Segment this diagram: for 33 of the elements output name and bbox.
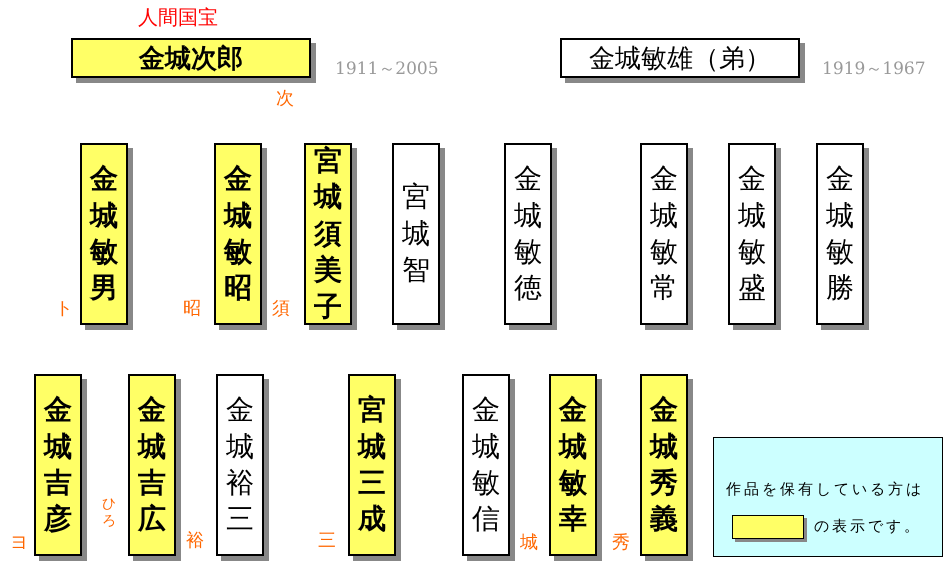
- year-text: 1911～2005: [335, 58, 439, 80]
- handwritten-note: 次: [276, 87, 294, 110]
- name-text: 金城敏雄（弟）: [589, 42, 771, 76]
- name-text: 金城次郎: [139, 42, 243, 76]
- legend-box: [713, 437, 943, 557]
- name-text: 宮城三成: [358, 392, 386, 538]
- year-text: 1919～1967: [822, 58, 926, 80]
- name-text: 金城秀義: [650, 392, 678, 538]
- name-text: 宮城須美子: [314, 143, 342, 325]
- name-text: 金城吉彦: [44, 392, 72, 538]
- name-text: 金城敏信: [472, 392, 500, 538]
- handwritten-note: ひろ: [102, 496, 116, 530]
- name-text: 金城敏常: [650, 161, 678, 306]
- name-text: 金城裕三: [226, 392, 254, 538]
- legend-text: の表示です。: [814, 517, 922, 536]
- name-text: 金城敏徳: [514, 161, 542, 306]
- title-text: 人間国宝: [138, 4, 218, 31]
- handwritten-note: 昭: [183, 297, 201, 320]
- legend-text: 作品を保有している方は: [726, 480, 924, 498]
- handwritten-note: 裕: [186, 529, 204, 552]
- name-text: 金城敏幸: [559, 392, 587, 538]
- handwritten-note: 須: [272, 297, 290, 320]
- name-text: 金城敏昭: [224, 161, 252, 306]
- name-text: 金城敏男: [90, 161, 118, 306]
- name-text: 金城吉広: [138, 392, 166, 538]
- name-text: 金城敏勝: [826, 161, 854, 306]
- name-text: 金城敏盛: [738, 161, 766, 306]
- handwritten-note: ト: [55, 297, 73, 320]
- name-text: 宮城智: [402, 179, 430, 288]
- handwritten-note: ヨ: [10, 531, 28, 554]
- handwritten-note: 城: [520, 531, 538, 554]
- handwritten-note: 三: [318, 529, 336, 552]
- handwritten-note: 秀: [612, 531, 630, 554]
